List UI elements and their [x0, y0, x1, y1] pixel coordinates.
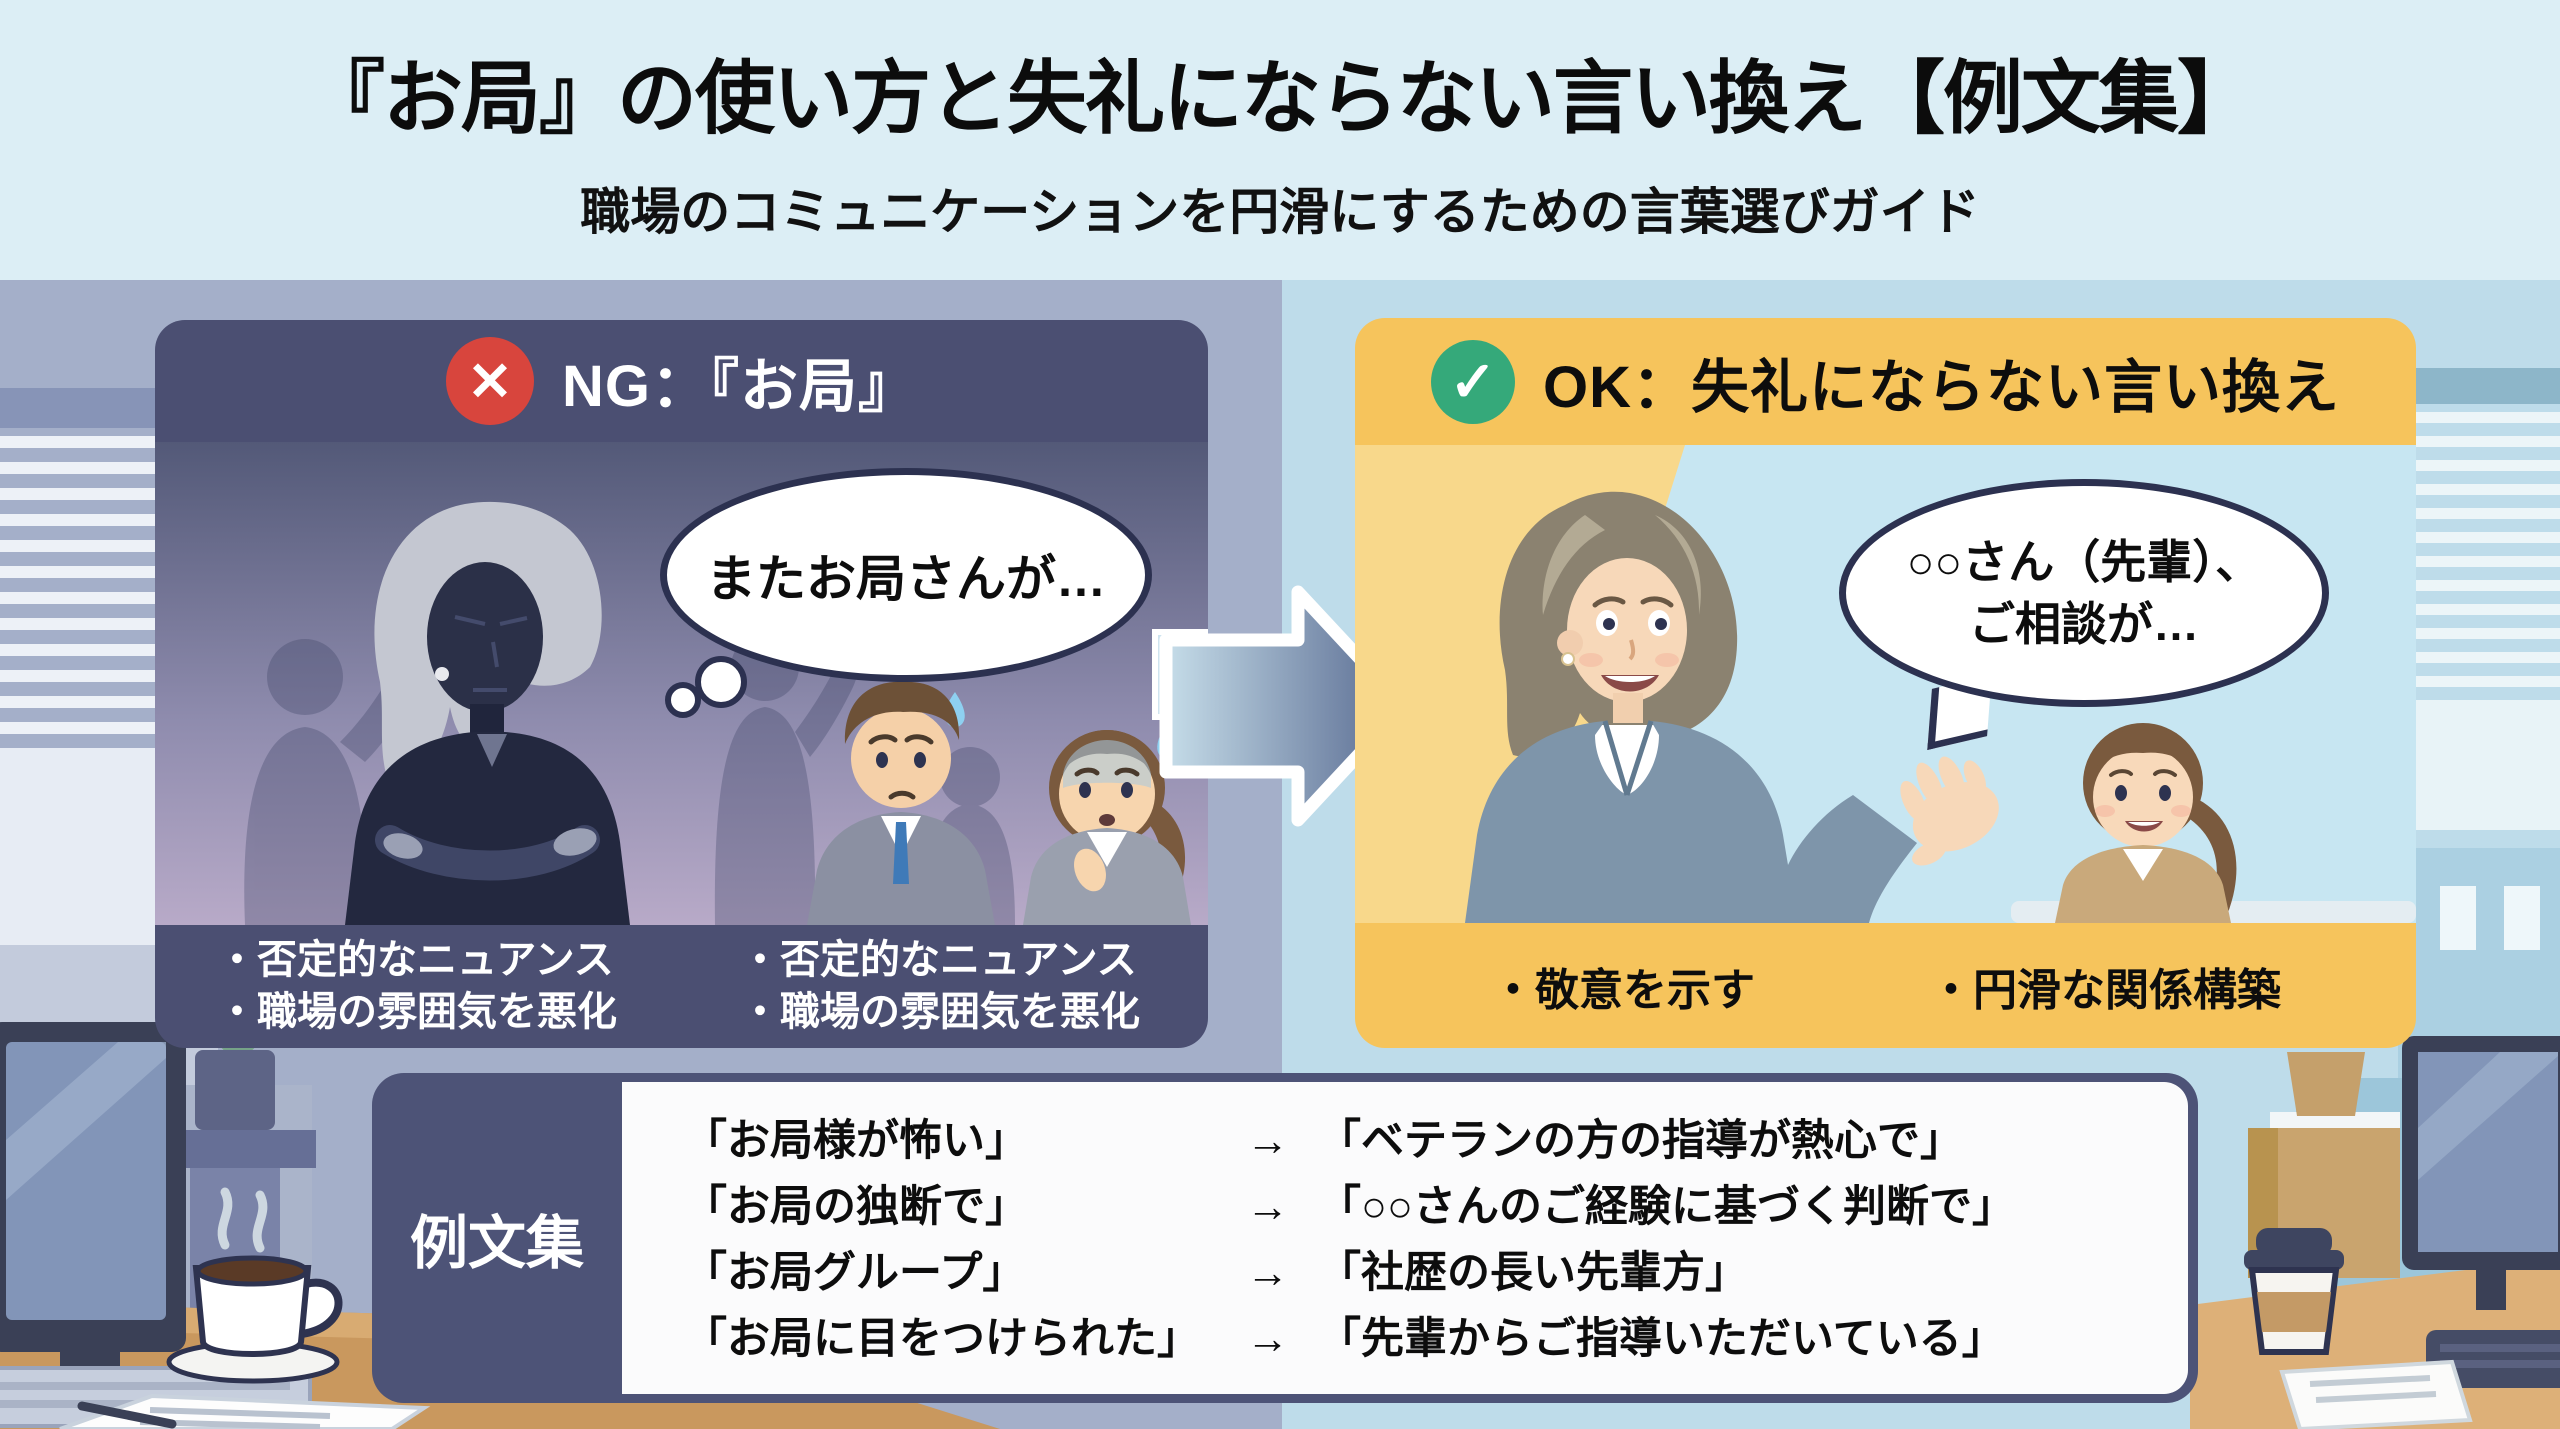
- ok-bullet: ・円滑な関係構築: [1929, 965, 2281, 1015]
- ng-bullet: ・職場の雰囲気を悪化: [740, 989, 1140, 1034]
- arrow-glyph: →: [1246, 1117, 1289, 1165]
- ng-header: ✕ NG：『お局』: [155, 320, 1208, 442]
- check-icon: ✓: [1430, 339, 1515, 424]
- ok-header: ✓ OK：失礼にならない言い換え: [1355, 318, 2416, 445]
- ok-heading: OK：失礼にならない言い換え: [1542, 354, 2340, 420]
- ng-footer: ・否定的なニュアンス ・職場の雰囲気を悪化 ・否定的なニュアンス ・職場の雰囲気…: [155, 925, 1208, 1048]
- cross-icon: ✕: [445, 337, 534, 425]
- ok-panel: ✓ OK：失礼にならない言い換え: [1355, 318, 2416, 1048]
- stern-woman-illustration: [345, 501, 630, 925]
- thought-dot-large: [695, 656, 747, 708]
- cross-glyph: ✕: [467, 351, 513, 412]
- ok-bullet: ・敬意を示す: [1491, 965, 1755, 1015]
- ok-scene: ○○さん（先輩）、 ご相談が…: [1355, 445, 2416, 923]
- example-ng-phrase: 「お局グループ」: [684, 1249, 1026, 1297]
- page-title: 『お局』の使い方と失礼にならない言い換え【例文集】: [305, 54, 2257, 143]
- example-ok-phrase: 「ベテランの方の指導が熱心で」: [1318, 1117, 1963, 1165]
- example-ok-phrase: 「先輩からご指導いただいている」: [1318, 1315, 2005, 1363]
- ng-bullet: ・否定的なニュアンス: [740, 938, 1137, 983]
- worried-man-illustration: [807, 681, 995, 925]
- arrow-glyph: →: [1246, 1249, 1289, 1297]
- example-ng-phrase: 「お局の独断で」: [684, 1183, 1028, 1231]
- ng-scene: またお局さんが…: [155, 442, 1208, 925]
- ok-bubble-line1: ○○さん（先輩）、: [1906, 535, 2262, 588]
- example-ng-phrase: 「お局様が怖い」: [684, 1117, 1028, 1165]
- example-row: 「お局に目をつけられた」 → 「先輩からご指導いただいている」: [684, 1306, 2188, 1372]
- example-ok-phrase: 「社歴の長い先輩方」: [1318, 1249, 1748, 1297]
- ng-thought-bubble: またお局さんが…: [660, 468, 1152, 682]
- check-glyph: ✓: [1449, 349, 1497, 413]
- junior-woman-illustration: [2055, 723, 2237, 923]
- example-ok-phrase: 「○○さんのご経験に基づく判断で」: [1318, 1183, 2015, 1231]
- mentor-woman-illustration: [1465, 491, 1999, 923]
- header-strip: 『お局』の使い方と失礼にならない言い換え【例文集】 職場のコミュニケーションを円…: [0, 0, 2560, 280]
- open-hand: [1900, 756, 1999, 866]
- examples-label: 例文集: [409, 1211, 584, 1276]
- thought-dot-small: [665, 682, 701, 718]
- ng-bullets-right: ・否定的なニュアンス ・職場の雰囲気を悪化: [740, 935, 1140, 1037]
- ng-bullet: ・否定的なニュアンス: [217, 938, 614, 983]
- ng-panel: ✕ NG：『お局』: [155, 320, 1208, 1048]
- page-subtitle: 職場のコミュニケーションを円滑にするための言葉選びガイド: [580, 184, 1980, 240]
- ng-bubble-text: またお局さんが…: [706, 551, 1106, 607]
- example-row: 「お局の独断で」 → 「○○さんのご経験に基づく判断で」: [684, 1174, 2188, 1240]
- examples-box: 「お局様が怖い」 → 「ベテランの方の指導が熱心で」 「お局の独断で」 → 「○…: [622, 1082, 2188, 1394]
- ok-footer: ・敬意を示す ・円滑な関係構築: [1355, 923, 2416, 1048]
- ng-bullets-left: ・否定的なニュアンス ・職場の雰囲気を悪化: [217, 935, 740, 1037]
- ng-bullet: ・職場の雰囲気を悪化: [217, 989, 617, 1034]
- ok-scene-illustration: [1355, 445, 2416, 923]
- ng-heading: NG：『お局』: [561, 354, 917, 419]
- example-row: 「お局グループ」 → 「社歴の長い先輩方」: [684, 1240, 2188, 1306]
- example-row: 「お局様が怖い」 → 「ベテランの方の指導が熱心で」: [684, 1108, 2188, 1174]
- ok-speech-bubble: ○○さん（先輩）、 ご相談が…: [1839, 479, 2329, 707]
- arrow-glyph: →: [1246, 1183, 1289, 1231]
- ok-bubble-line2: ご相談が…: [1969, 598, 2199, 650]
- arrow-glyph: →: [1246, 1315, 1289, 1363]
- transition-arrow-icon: [1159, 585, 1411, 827]
- example-ng-phrase: 「お局に目をつけられた」: [684, 1315, 1200, 1363]
- examples-section: 例文集 「お局様が怖い」 → 「ベテランの方の指導が熱心で」 「お局の独断で」 …: [372, 1073, 2198, 1403]
